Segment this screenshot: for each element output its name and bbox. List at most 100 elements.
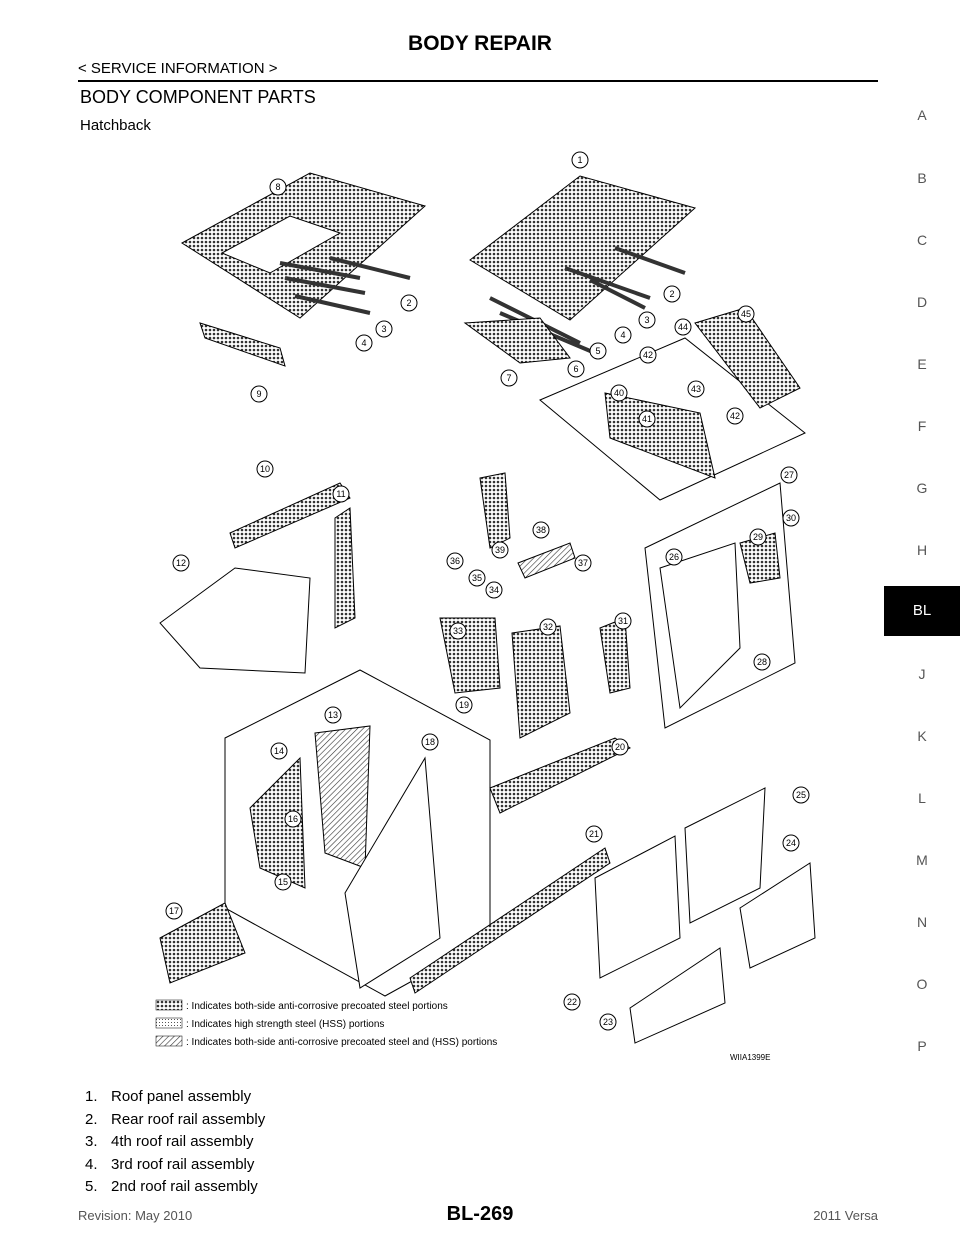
svg-text:7: 7 xyxy=(506,373,511,383)
svg-text:39: 39 xyxy=(495,545,505,555)
svg-text:6: 6 xyxy=(573,364,578,374)
svg-text:26: 26 xyxy=(669,552,679,562)
index-tab-bl-active[interactable]: BL xyxy=(884,586,960,636)
index-tab-a[interactable]: A xyxy=(917,107,927,123)
svg-text:2: 2 xyxy=(669,289,674,299)
callout-32: 32 xyxy=(539,618,557,636)
callout-2: 2 xyxy=(400,294,418,312)
callout-26: 26 xyxy=(665,548,683,566)
callout-41: 41 xyxy=(638,410,656,428)
index-tab-l[interactable]: L xyxy=(918,790,926,806)
svg-text:12: 12 xyxy=(176,558,186,568)
svg-text:34: 34 xyxy=(489,585,499,595)
index-tab-b[interactable]: B xyxy=(917,170,927,186)
callout-1: 1 xyxy=(571,151,589,169)
svg-text:31: 31 xyxy=(618,616,628,626)
svg-text:44: 44 xyxy=(678,322,688,332)
index-tab-g[interactable]: G xyxy=(916,480,928,496)
svg-text:33: 33 xyxy=(453,626,463,636)
index-tab-h[interactable]: H xyxy=(916,542,928,558)
header-divider xyxy=(78,80,878,82)
callout-11: 11 xyxy=(332,485,350,503)
callout-25: 25 xyxy=(792,786,810,804)
footer-page-number: BL-269 xyxy=(446,1203,514,1225)
callout-24: 24 xyxy=(782,834,800,852)
svg-text:24: 24 xyxy=(786,838,796,848)
svg-text:42: 42 xyxy=(643,350,653,360)
legend-label-2: : Indicates high strength steel (HSS) po… xyxy=(186,1019,384,1030)
svg-text:4: 4 xyxy=(361,338,366,348)
svg-text:23: 23 xyxy=(603,1017,613,1027)
callout-42: 42 xyxy=(639,346,657,364)
svg-text:41: 41 xyxy=(642,414,652,424)
index-tab-d[interactable]: D xyxy=(916,294,928,310)
index-tab-f[interactable]: F xyxy=(917,418,927,434)
svg-text:38: 38 xyxy=(536,525,546,535)
callout-36: 36 xyxy=(446,552,464,570)
callout-44: 44 xyxy=(674,318,692,336)
svg-text:20: 20 xyxy=(615,742,625,752)
index-tab-m[interactable]: M xyxy=(916,852,928,868)
callout-3: 3 xyxy=(375,320,393,338)
svg-text:19: 19 xyxy=(459,700,469,710)
callout-2: 2 xyxy=(663,285,681,303)
callout-5: 5 xyxy=(589,342,607,360)
callout-45: 45 xyxy=(737,305,755,323)
svg-text:18: 18 xyxy=(425,737,435,747)
svg-text:16: 16 xyxy=(288,814,298,824)
index-tab-j[interactable]: J xyxy=(918,666,926,682)
index-tab-e[interactable]: E xyxy=(917,356,927,372)
svg-text:15: 15 xyxy=(278,877,288,887)
svg-text:29: 29 xyxy=(753,532,763,542)
svg-text:9: 9 xyxy=(256,389,261,399)
svg-text:28: 28 xyxy=(757,657,767,667)
index-tab-o[interactable]: O xyxy=(916,976,928,992)
material-legend: : Indicates both-side anti-corrosive pre… xyxy=(155,999,497,1048)
svg-text:27: 27 xyxy=(784,470,794,480)
callout-22: 22 xyxy=(563,993,581,1011)
callout-14: 14 xyxy=(270,742,288,760)
index-tab-p[interactable]: P xyxy=(917,1038,927,1054)
svg-text:4: 4 xyxy=(620,330,625,340)
callout-7: 7 xyxy=(500,369,518,387)
svg-text:3: 3 xyxy=(381,324,386,334)
svg-text:30: 30 xyxy=(786,513,796,523)
callout-40: 40 xyxy=(610,384,628,402)
callout-30: 30 xyxy=(782,509,800,527)
svg-text:8: 8 xyxy=(275,182,280,192)
index-tab-k[interactable]: K xyxy=(917,728,927,744)
callout-27: 27 xyxy=(780,466,798,484)
callout-16: 16 xyxy=(284,810,302,828)
svg-text:40: 40 xyxy=(614,388,624,398)
callout-33: 33 xyxy=(449,622,467,640)
callout-8: 8 xyxy=(269,178,287,196)
callout-39: 39 xyxy=(491,541,509,559)
svg-text:11: 11 xyxy=(336,489,345,499)
footer-model: 2011 Versa xyxy=(813,1208,878,1223)
callout-43: 43 xyxy=(687,380,705,398)
section-title: BODY COMPONENT PARTS xyxy=(80,87,316,107)
callout-6: 6 xyxy=(567,360,585,378)
front-door xyxy=(594,835,681,979)
roof-panel xyxy=(469,175,697,321)
legend-label-3: : Indicates both-side anti-corrosive pre… xyxy=(186,1037,497,1048)
callout-42: 42 xyxy=(726,407,744,425)
index-tab-n[interactable]: N xyxy=(916,914,928,930)
svg-text:5: 5 xyxy=(595,346,600,356)
callout-31: 31 xyxy=(614,612,632,630)
callout-23: 23 xyxy=(599,1013,617,1031)
svg-text:35: 35 xyxy=(472,573,482,583)
callout-4: 4 xyxy=(614,326,632,344)
svg-text:37: 37 xyxy=(578,558,588,568)
breadcrumb[interactable]: < SERVICE INFORMATION > xyxy=(78,60,278,77)
svg-text:1: 1 xyxy=(577,155,582,165)
list-item: 5.2nd roof rail assembly xyxy=(85,1178,258,1195)
callout-12: 12 xyxy=(172,554,190,572)
callout-13: 13 xyxy=(324,706,342,724)
list-item: 3.4th roof rail assembly xyxy=(85,1133,254,1150)
svg-text:21: 21 xyxy=(589,829,599,839)
callout-37: 37 xyxy=(574,554,592,572)
svg-text:43: 43 xyxy=(691,384,701,394)
callout-38: 38 xyxy=(532,521,550,539)
index-tab-c[interactable]: C xyxy=(916,232,928,248)
